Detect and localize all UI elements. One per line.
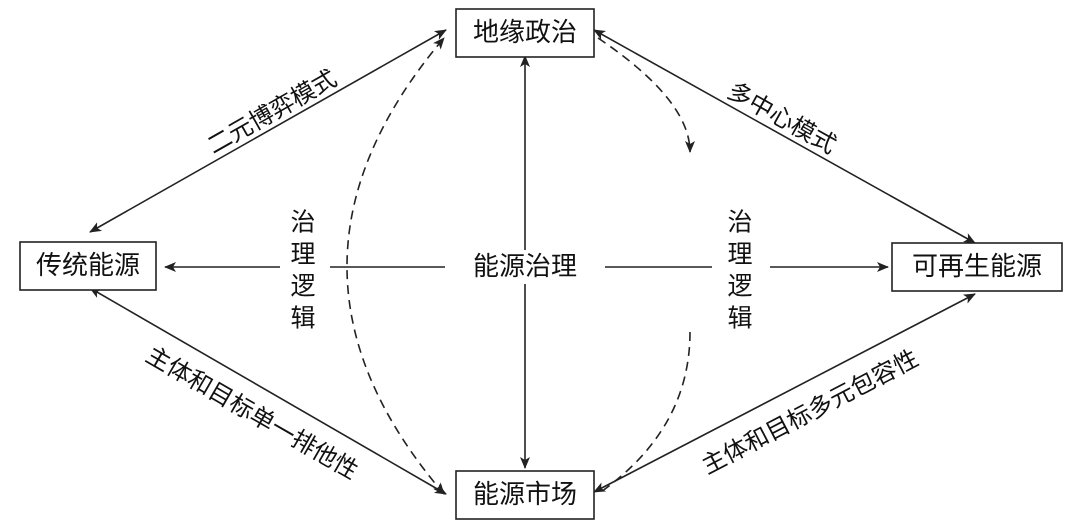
- node-geopolitics-label: 地缘政治: [473, 18, 577, 48]
- side-label-right-char: 辑: [727, 304, 752, 333]
- side-label-right-char: 理: [727, 240, 752, 269]
- edge-label-bottom-left: 主体和目标单一排他性: [141, 341, 363, 485]
- node-traditional-energy-label: 传统能源: [36, 251, 140, 281]
- side-label-left-char: 逻: [290, 272, 315, 301]
- edge-label-bottom-right: 主体和目标多元包容性: [697, 344, 923, 480]
- side-label-left-char: 辑: [290, 304, 315, 333]
- edge-top-right: [593, 29, 976, 244]
- edge-label-top-right: 多中心模式: [723, 77, 841, 160]
- edge-label-top-left: 二元博弈模式: [202, 64, 341, 159]
- dashed-curve-right-upper: [597, 37, 695, 153]
- node-traditional-energy: 传统能源: [19, 241, 157, 291]
- dashed-curve-right-lower: [597, 331, 691, 495]
- node-energy-market: 能源市场: [455, 470, 595, 520]
- side-label-left-char: 理: [290, 240, 315, 269]
- edge-top-left: [89, 29, 447, 233]
- node-renewable-energy-label: 可再生能源: [912, 252, 1042, 282]
- side-label-left: 治 理 逻 辑: [290, 208, 315, 333]
- edge-bottom-right: [593, 293, 976, 493]
- side-label-right: 治 理 逻 辑: [727, 208, 752, 333]
- dashed-curve-left: [346, 37, 445, 495]
- edge-bottom-left: [89, 287, 447, 495]
- side-label-right-char: 治: [727, 208, 752, 237]
- center-energy-governance: 能源治理: [473, 252, 577, 282]
- side-label-left-char: 治: [290, 208, 315, 237]
- node-geopolitics: 地缘政治: [455, 8, 595, 58]
- side-label-right-char: 逻: [727, 272, 752, 301]
- node-renewable-energy: 可再生能源: [891, 242, 1063, 292]
- node-energy-market-label: 能源市场: [473, 480, 577, 510]
